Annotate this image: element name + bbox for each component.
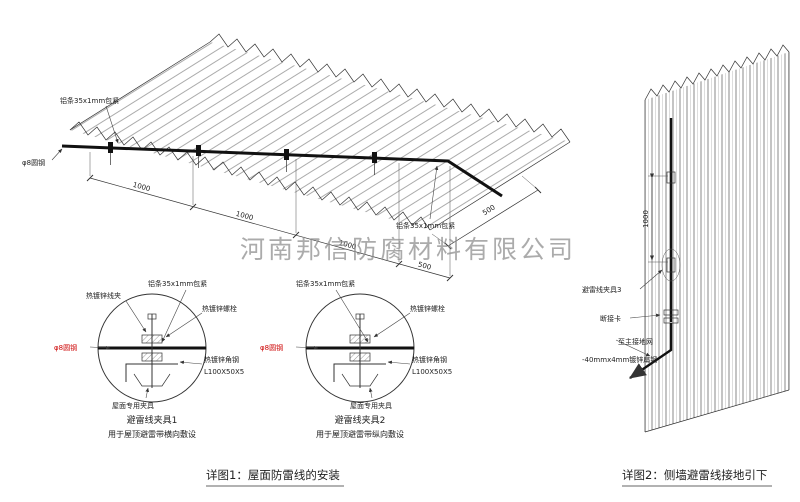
roof-isometric-drawing: 1000 1000 1000 500 500 铝条35x1mm包紧 φ8圆钢 铝…	[22, 33, 571, 282]
wall-dim-1000: 1000	[642, 210, 650, 228]
wall-wire-clamp-upper	[666, 171, 676, 184]
detail2-angle-spec-label: L100X50X5	[412, 368, 452, 376]
wall-corrugated-panel	[645, 52, 789, 432]
wall-flat-steel-label: -40mmx4mm镀锌扁钢	[582, 355, 657, 364]
wall-leader-labels: 避雷线夹具3 断接卡 至主接地网 -40mmx4mm镀锌扁钢	[582, 269, 663, 364]
detail2-alu-strip-label: 铝条35x1mm包紧	[296, 279, 355, 288]
drawing-captions: 详图1：屋面防雷线的安装 详图2：侧墙避雷线接地引下	[206, 468, 772, 487]
roof-dim-1000-b: 1000	[235, 210, 254, 222]
detail1-angle-spec-label: L100X50X5	[204, 368, 244, 376]
wall-clamp3-label: 避雷线夹具3	[582, 285, 621, 294]
flat-steel-to-ground	[629, 323, 673, 379]
roof-alu-strip-label-right: 铝条35x1mm包紧	[396, 221, 455, 230]
detail-circle-1: 热镀锌线夹 铝条35x1mm包紧 热镀锌螺栓 φ8圆钢 热镀锌角钢 L100X5…	[54, 279, 244, 439]
detail2-clamp-geometry	[304, 292, 416, 404]
detail1-angle-steel-label: 热镀锌角钢	[204, 355, 239, 364]
detail2-bolt-label: 热镀锌螺栓	[410, 304, 445, 313]
roof-alu-strip-label-top: 铝条35x1mm包紧	[60, 96, 119, 105]
detail1-round-steel-label: φ8圆钢	[54, 343, 77, 352]
detail-circle-2: 铝条35x1mm包紧 热镀锌螺栓 φ8圆钢 热镀锌角钢 L100X50X5 屋面…	[260, 279, 452, 439]
detail2-subtitle: 用于屋顶避雷带纵向敷设	[316, 429, 404, 439]
roof-round-steel-label: φ8圆钢	[22, 158, 45, 167]
disconnect-link-plate-top	[663, 309, 679, 316]
roof-wire-clamps	[108, 142, 377, 175]
detail1-roof-clamp-label: 屋面专用夹具	[112, 401, 154, 410]
wall-disconnect-label: 断接卡	[600, 314, 621, 323]
wall-clamp-highlight	[661, 248, 681, 282]
detail2-round-steel-label: φ8圆钢	[260, 343, 283, 352]
wall-ground-label: 至主接地网	[618, 337, 653, 346]
detail2-roof-clamp-label: 屋面专用夹具	[350, 401, 392, 410]
detail2-title: 避雷线夹具2	[335, 414, 386, 426]
detail1-wire-clip-label: 热镀锌线夹	[86, 291, 121, 300]
detail1-bolt-label: 热镀锌螺栓	[202, 304, 237, 313]
detail1-clamp-geometry	[96, 292, 208, 404]
lightning-wire-roof	[61, 144, 503, 198]
company-watermark: 河南邦信防腐材料有限公司	[240, 235, 576, 264]
wall-top-corrugation-profile	[644, 44, 790, 101]
roof-dim-500-slope: 500	[481, 203, 497, 217]
roof-front-corrugation-profile	[69, 121, 431, 231]
roof-back-corrugation-profile	[209, 33, 571, 143]
detail1-title: 避雷线夹具1	[127, 414, 178, 426]
wall-dimension-1000: 1000	[642, 173, 668, 263]
detail2-angle-steel-label: 热镀锌角钢	[412, 355, 447, 364]
wall-bottom-edge	[644, 389, 790, 433]
roof-leader-labels: 铝条35x1mm包紧 φ8圆钢 铝条35x1mm包紧	[22, 96, 455, 230]
caption-detail2: 详图2：侧墙避雷线接地引下	[622, 468, 767, 482]
caption-detail1: 详图1：屋面防雷线的安装	[206, 468, 340, 482]
wall-wire-clamp-lower	[666, 257, 676, 273]
detail1-subtitle: 用于屋顶避雷带横向敷设	[108, 429, 196, 439]
roof-right-edge	[429, 141, 571, 231]
roof-sheet-surface	[70, 42, 570, 230]
wall-elevation-drawing: 1000 避雷线夹具3 断接卡 至主接地网 -40mmx4mm镀锌扁钢	[582, 44, 790, 433]
roof-dimension-chain: 1000 1000 1000 500 500	[86, 152, 542, 282]
roof-left-edge	[69, 41, 211, 131]
detail1-alu-strip-label: 铝条35x1mm包紧	[148, 279, 207, 288]
roof-dim-500-a: 500	[417, 260, 432, 271]
roof-dim-1000-a: 1000	[132, 181, 151, 193]
